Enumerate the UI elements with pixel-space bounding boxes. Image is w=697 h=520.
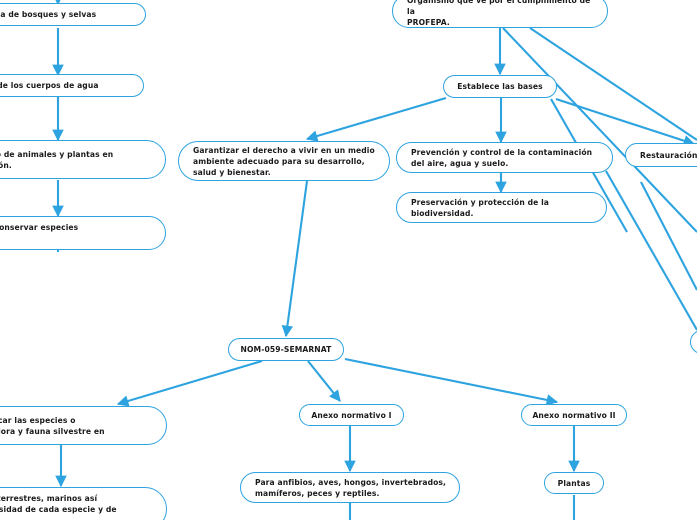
node-label: Anexo normativo I [311, 410, 392, 420]
edge-prevencion-diag-down [605, 170, 697, 331]
node-establece-las-bases[interactable]: Establece las bases [443, 75, 557, 98]
edge-restauracion-diag-down [640, 181, 697, 291]
node-label: clandestina de bosques y selvas [0, 10, 97, 19]
node-tratamiento-cuerpos-agua[interactable]: tamiento de los cuerpos de agua [0, 74, 144, 97]
node-label: Plantas [557, 478, 591, 488]
node-objetivo-identificar-especies[interactable]: o: Identificar las especies o iones de f… [0, 406, 167, 445]
edge-establece-to-restauracion [555, 98, 696, 147]
node-para-anfibios-aves[interactable]: Para anfibios, aves, hongos, invertebrad… [240, 472, 460, 503]
node-label: Prevención y control de la contaminación… [411, 147, 593, 168]
node-label: Para anfibios, aves, hongos, invertebrad… [255, 477, 447, 498]
node-preservacion-biodiversidad[interactable]: Preservación y protección de la biodiver… [396, 192, 607, 223]
node-label: r el trafico de animales y plantas en de… [0, 149, 114, 170]
node-trafico-especies[interactable]: r el trafico de animales y plantas en de… [0, 140, 166, 179]
node-restauracion[interactable]: Restauración y [625, 143, 697, 167]
node-label: rotege y conservar especies . [0, 223, 79, 232]
edge-nom-to-anexoII [344, 357, 559, 406]
node-label: animales terrestres, marinos así a biodi… [0, 493, 117, 514]
node-right-edge-partial[interactable] [690, 330, 697, 354]
node-tala-clandestina[interactable]: clandestina de bosques y selvas [0, 3, 146, 26]
node-nom-059-semarnat[interactable]: NOM-059-SEMARNAT [228, 338, 344, 361]
edge-establece-to-garantizar [305, 96, 447, 142]
edge-garantizar-to-nom [281, 180, 309, 338]
node-plantas[interactable]: Plantas [544, 472, 604, 494]
node-label: tamiento de los cuerpos de agua [0, 81, 99, 90]
node-label: Preservación y protección de la biodiver… [411, 197, 550, 218]
node-garantizar-derecho[interactable]: Garantizar el derecho a vivir en un medi… [178, 141, 390, 181]
node-animales-terrestres-marinos[interactable]: animales terrestres, marinos así a biodi… [0, 487, 167, 520]
node-anexo-normativo-i[interactable]: Anexo normativo I [299, 404, 404, 426]
node-label: Restauración y [640, 150, 697, 160]
edge-nom-to-objetivo [116, 359, 263, 407]
node-anexo-normativo-ii[interactable]: Anexo normativo II [521, 404, 627, 426]
node-label: Establece las bases [457, 82, 543, 91]
node-label: o: Identificar las especies o iones de f… [0, 415, 105, 436]
node-organismo-profepa[interactable]: Organismo que ve por el cumplimiento de … [392, 0, 608, 28]
node-label: NOM-059-SEMARNAT [240, 345, 332, 354]
node-prevencion-control-contaminacion[interactable]: Prevención y control de la contaminación… [396, 142, 613, 173]
node-protege-conserva-especies[interactable]: rotege y conservar especies . [0, 216, 166, 250]
edge-nom-to-anexoI [307, 360, 341, 402]
node-label: Garantizar el derecho a vivir en un medi… [193, 145, 375, 177]
node-label: Anexo normativo II [532, 410, 616, 420]
node-label: Organismo que ve por el cumplimiento de … [407, 0, 591, 27]
